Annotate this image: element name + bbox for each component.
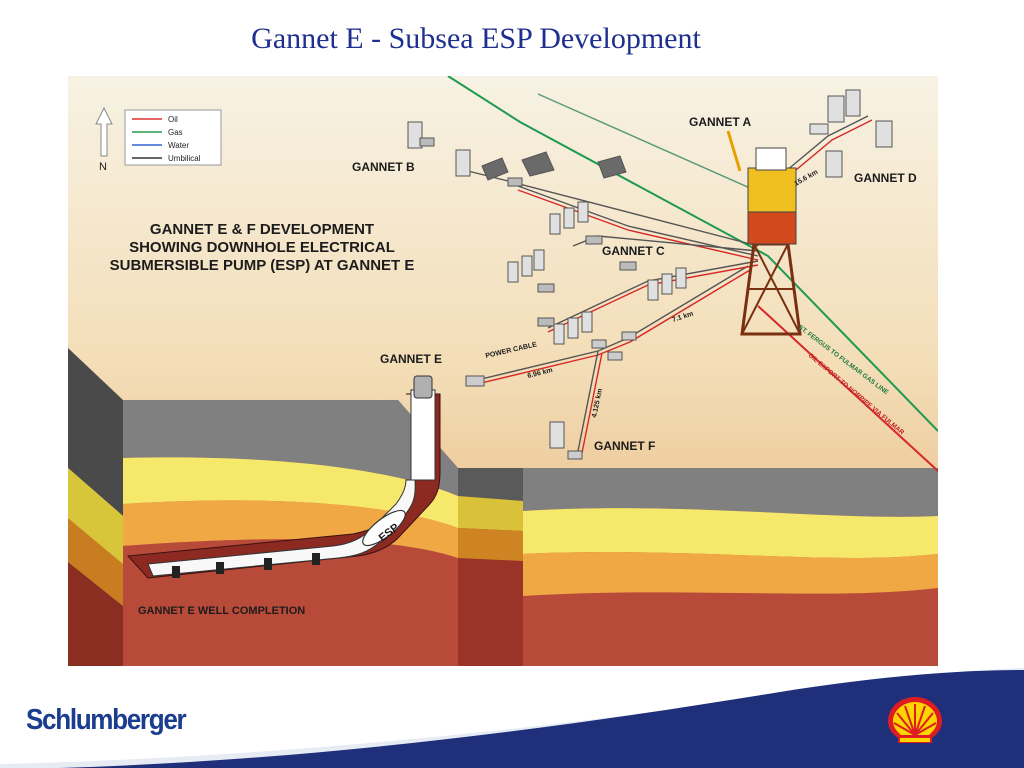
gannet-c-templates	[507, 201, 687, 345]
legend-water: Water	[168, 141, 189, 150]
north-arrow	[95, 106, 113, 157]
gannet-ef-manifolds	[465, 331, 637, 460]
shell-logo	[888, 697, 942, 743]
legend-gas: Gas	[168, 128, 183, 137]
wellbore	[126, 375, 441, 579]
label-gannet-c: GANNET C	[602, 244, 665, 258]
subsea-development-diagram: ESP	[68, 76, 938, 666]
label-gannet-f: GANNET F	[594, 439, 655, 453]
headline-line-3: SUBMERSIBLE PUMP (ESP) AT GANNET E	[110, 257, 415, 274]
legend	[124, 109, 222, 166]
footer-band	[0, 668, 1024, 768]
schlumberger-logo: Schlumberger	[26, 704, 187, 736]
legend-oil: Oil	[168, 115, 178, 124]
label-gannet-d: GANNET D	[854, 171, 917, 185]
legend-umbilical: Umbilical	[168, 154, 201, 163]
north-label: N	[99, 161, 107, 173]
front-block-strata	[123, 400, 458, 666]
gannet-b-templates	[407, 121, 627, 187]
well-completion-label: GANNET E WELL COMPLETION	[138, 605, 305, 617]
gannet-a-platform	[726, 130, 802, 336]
step-face	[458, 468, 523, 666]
slide-title: Gannet E - Subsea ESP Development	[251, 22, 701, 55]
headline-line-1: GANNET E & F DEVELOPMENT	[150, 221, 374, 238]
gannet-d-templates	[809, 89, 893, 178]
label-gannet-a: GANNET A	[689, 115, 752, 129]
headline-line-2: SHOWING DOWNHOLE ELECTRICAL	[129, 239, 395, 256]
label-gannet-b: GANNET B	[352, 160, 415, 174]
label-gannet-e: GANNET E	[380, 352, 442, 366]
left-side-strata	[68, 348, 123, 666]
right-block-strata	[523, 468, 938, 666]
